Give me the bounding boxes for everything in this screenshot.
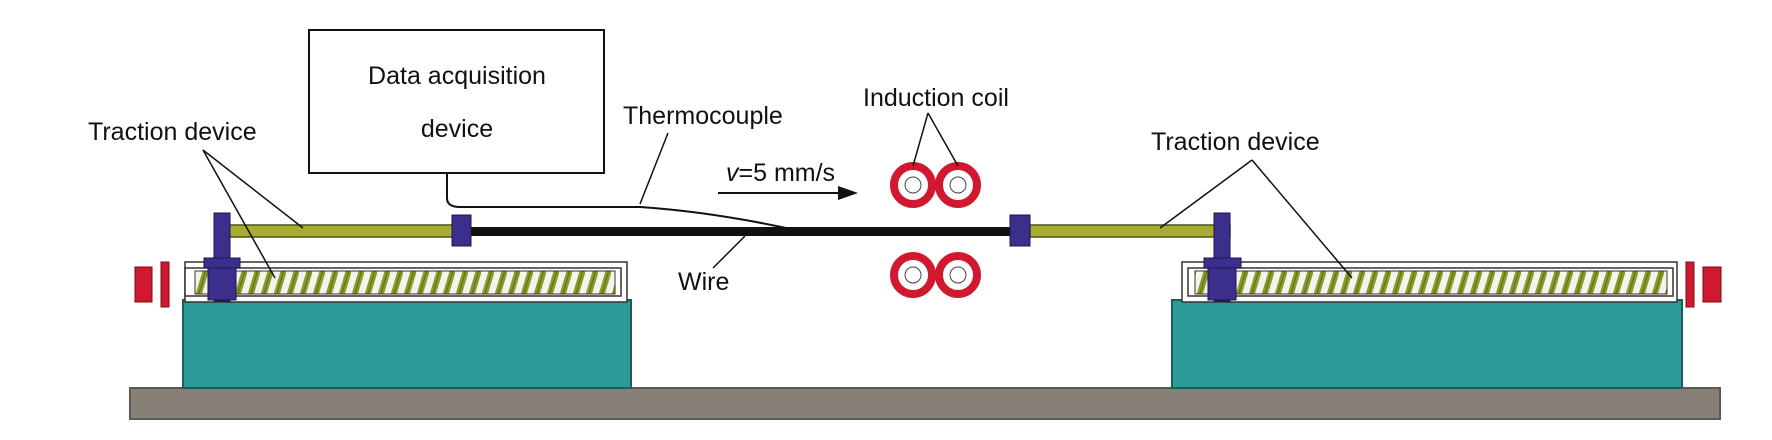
induction-coil-upper-left [890,162,936,208]
velocity-value: =5 mm/s [739,159,836,187]
thermocouple-label: Thermocouple [623,102,783,130]
induction-coil-lower-right [935,252,981,298]
traction-device-label-right: Traction device [1151,128,1320,156]
left-wire-grip [451,214,472,247]
wire-label: Wire [678,268,729,296]
right-traction-rail [1181,261,1678,303]
data-acquisition-label-line2: device [421,115,493,143]
left-end-stop [134,261,170,308]
right-pull-rod [1029,224,1231,238]
induction-coil-lower-left [890,252,936,298]
induction-coil-leader-left [912,112,929,167]
left-carriage-clamp [203,212,241,302]
traction-right-leader-screw [1251,159,1353,279]
data-acquisition-label-line1: Data acquisition [368,62,546,90]
wire-specimen [465,227,1020,236]
left-pull-rod [224,224,456,238]
velocity-label: v=5 mm/s [726,159,835,187]
induction-coil-leader-right [927,112,959,167]
velocity-symbol: v [726,159,740,187]
traction-device-label-left: Traction device [88,118,257,146]
right-carriage-clamp [1203,212,1242,302]
right-lead-screw [1194,270,1668,295]
right-wire-grip [1009,214,1031,247]
right-platform [1171,299,1683,389]
traction-left-leader-screw [202,149,276,279]
thermocouple-leader [639,132,669,205]
right-end-stop [1685,261,1722,308]
data-acquisition-box [308,29,605,174]
traction-left-leader-rod [202,149,304,229]
base-plate [129,387,1721,420]
left-platform [182,299,632,389]
thermocouple-lead [446,173,801,232]
traction-right-leader-rod [1159,159,1253,229]
induction-coil-upper-right [935,162,981,208]
induction-coil-label: Induction coil [863,84,1009,112]
left-lead-screw [194,270,616,295]
left-traction-rail [184,261,628,303]
wire-leader [712,235,746,269]
velocity-arrow-head [838,186,858,200]
